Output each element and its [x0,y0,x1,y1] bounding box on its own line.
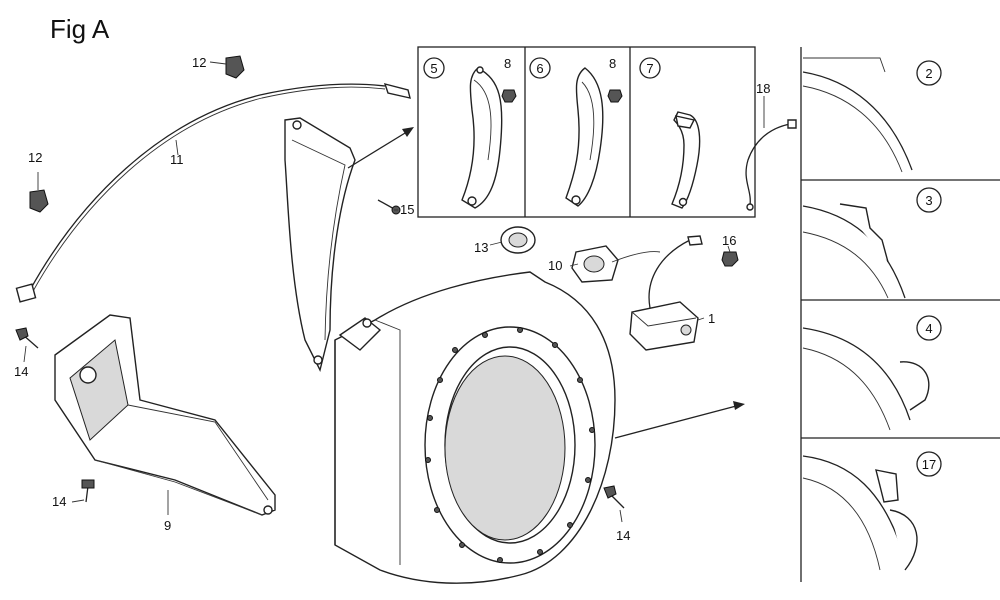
inset-box-top [417,46,756,218]
shroud-upper-guard [284,117,356,373]
callout-9: 9 [164,518,171,533]
callout-18: 18 [756,81,770,96]
callout-11: 11 [170,152,184,167]
callout-17: 17 [922,457,936,472]
part-9-guard [54,314,276,516]
arrow-to-right-inset [614,401,745,439]
callout-15: 15 [400,202,414,217]
arrow-to-inset [347,127,414,169]
callout-7: 7 [646,61,653,76]
part-8b-bolt [607,89,623,103]
callout-6: 6 [536,61,543,76]
inset-column-right [800,47,1000,582]
part-7-guard [671,111,701,209]
callout-12b: 12 [28,150,42,165]
part-14a-bolt [15,327,39,349]
callout-8a: 8 [504,56,511,71]
part-16-bolt [721,251,739,267]
part-13-grommet [500,226,536,254]
part-14c-bolt [603,485,625,509]
callout-8b: 8 [609,56,616,71]
callout-5: 5 [430,61,437,76]
part-6-guard [565,67,604,207]
callout-14c: 14 [616,528,630,543]
callout-labels: 12 12 11 14 14 9 15 13 10 1 16 18 14 8 8… [14,55,942,543]
part-5-guard [461,66,503,209]
callout-10: 10 [548,258,562,273]
callout-4: 4 [925,321,932,336]
callout-14a: 14 [14,364,28,379]
part-18-wire [745,119,797,211]
part-14b-bolt [81,479,95,503]
part-1-module [629,235,703,351]
callout-13: 13 [474,240,488,255]
callout-2: 2 [925,66,932,81]
part-11-cable [15,82,411,303]
part-8a-bolt [501,89,517,103]
leader-lines [23,61,765,523]
callout-16: 16 [722,233,736,248]
figure-title: Fig A [50,14,110,44]
part-10-switch [571,245,661,283]
part-12b-clip [29,189,49,213]
part-15-screw [377,199,401,215]
callout-3: 3 [925,193,932,208]
callout-12a: 12 [192,55,206,70]
callout-14b: 14 [52,494,66,509]
part-12a-clip [225,55,245,79]
callout-1: 1 [708,311,715,326]
fan-housing [334,271,616,584]
